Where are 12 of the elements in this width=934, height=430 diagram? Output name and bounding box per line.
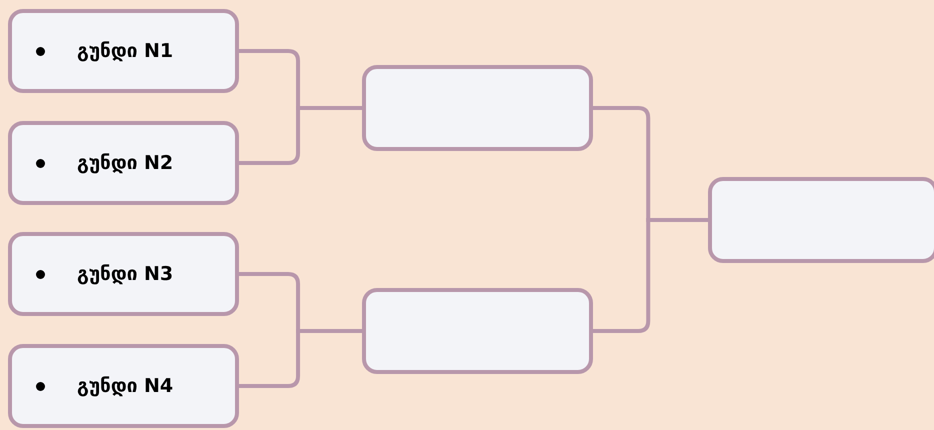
team-box — [8, 344, 239, 428]
connector-line — [593, 218, 708, 333]
team-box — [8, 232, 239, 316]
team-label: გუნდი N2 — [77, 152, 174, 174]
empty-box — [362, 288, 593, 374]
team-label: გუნდი N3 — [77, 263, 174, 285]
team-box — [8, 121, 239, 205]
team-box — [8, 9, 239, 93]
team-label: გუნდი N4 — [77, 375, 174, 397]
empty-box — [362, 65, 593, 151]
team-label: გუნდი N1 — [77, 40, 174, 62]
empty-box — [708, 177, 934, 263]
